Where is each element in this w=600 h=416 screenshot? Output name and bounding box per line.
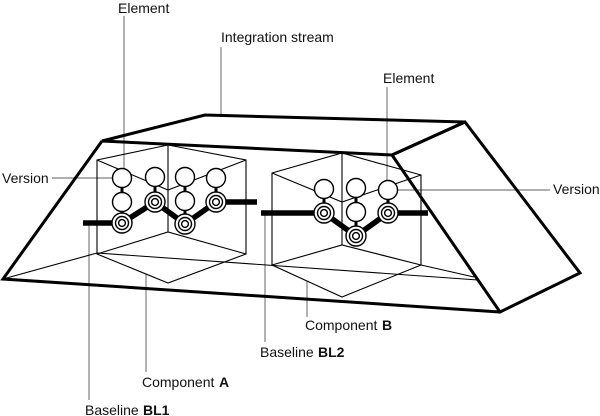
version-node bbox=[174, 190, 196, 212]
selected-version-inner-ring bbox=[319, 208, 329, 218]
selected-version-mid-ring bbox=[177, 216, 193, 232]
baseline-bl1-line bbox=[83, 198, 257, 228]
baseline-bl2-line bbox=[261, 210, 428, 240]
cube-a-bottom-back-edges bbox=[96, 231, 247, 255]
component-a-version-trees bbox=[111, 166, 227, 235]
selected-version-node bbox=[377, 202, 399, 224]
baselines bbox=[83, 198, 428, 240]
selected-version-mid-ring bbox=[147, 194, 163, 210]
selected-version-inner-ring bbox=[351, 231, 361, 241]
version-node bbox=[345, 201, 367, 223]
version-node bbox=[174, 166, 196, 188]
selected-version-mid-ring bbox=[316, 205, 332, 221]
component-b-cube bbox=[271, 152, 422, 298]
selected-version-inner-ring bbox=[150, 197, 160, 207]
version-right-label: Version bbox=[553, 181, 600, 197]
selected-version-node bbox=[111, 212, 133, 234]
baseline-bl1-label-bold: BL1 bbox=[143, 402, 170, 416]
pointer-lines bbox=[52, 16, 550, 400]
version-node bbox=[205, 167, 227, 189]
version-node bbox=[111, 191, 133, 213]
component-b-label: Component bbox=[305, 317, 377, 333]
selected-version-mid-ring bbox=[380, 205, 396, 221]
selected-version-mid-ring bbox=[348, 228, 364, 244]
selected-version-node bbox=[205, 191, 227, 213]
selected-version-node bbox=[144, 191, 166, 213]
integration-stream-hidden-edges bbox=[2, 252, 479, 281]
baseline-bl2-label-bold: BL2 bbox=[318, 344, 345, 360]
version-node bbox=[345, 177, 367, 199]
selected-version-mid-ring bbox=[114, 215, 130, 231]
selected-version-node bbox=[313, 202, 335, 224]
version-node bbox=[313, 178, 335, 200]
selected-version-inner-ring bbox=[383, 208, 393, 218]
component-a-label: Component bbox=[142, 374, 214, 390]
baseline-bl2-label: Baseline bbox=[260, 344, 314, 360]
selected-version-inner-ring bbox=[117, 218, 127, 228]
component-b-label-bold: B bbox=[382, 317, 392, 333]
stream-left-and-front-edges bbox=[0, 140, 501, 314]
selected-version-node bbox=[174, 213, 196, 235]
cube-b-outline bbox=[271, 152, 422, 298]
stream-top-face bbox=[101, 113, 466, 157]
component-b-version-trees bbox=[313, 177, 399, 247]
version-left-label: Version bbox=[2, 170, 49, 186]
component-b-tree-links bbox=[322, 188, 390, 236]
stream-right-face bbox=[389, 120, 583, 314]
version-node bbox=[144, 166, 166, 188]
component-a-label-bold: A bbox=[219, 374, 229, 390]
baseline-bl1-label: Baseline bbox=[85, 402, 139, 416]
element-left-label: Element bbox=[118, 0, 169, 16]
element-right-label: Element bbox=[383, 70, 434, 86]
selected-version-node bbox=[345, 225, 367, 247]
selected-version-mid-ring bbox=[208, 194, 224, 210]
cube-b-bottom-back-edges bbox=[271, 244, 422, 266]
version-node bbox=[111, 167, 133, 189]
stream-bottom-right-edge bbox=[420, 264, 475, 278]
version-node bbox=[377, 179, 399, 201]
stream-bottom-back-edge bbox=[2, 252, 479, 281]
selected-version-inner-ring bbox=[211, 197, 221, 207]
selected-version-inner-ring bbox=[180, 219, 190, 229]
integration-stream-label: Integration stream bbox=[221, 29, 334, 45]
integration-stream-outline bbox=[0, 113, 583, 314]
